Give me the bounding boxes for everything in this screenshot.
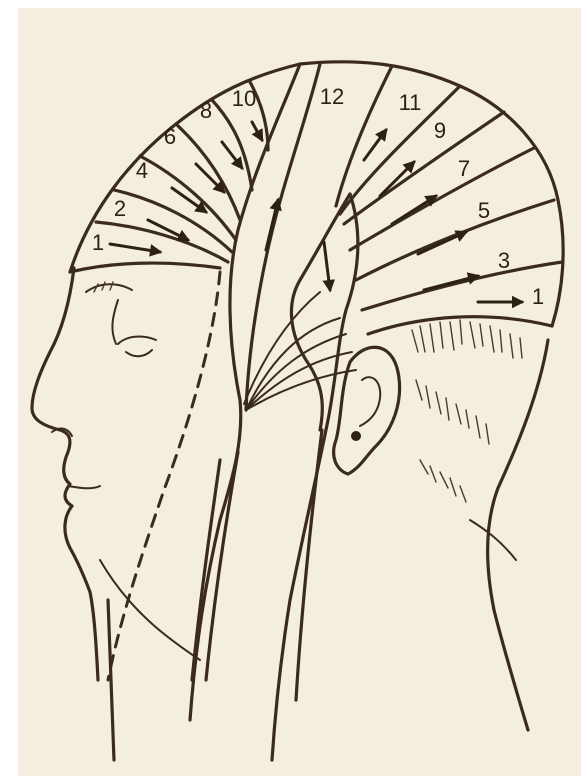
label-left-1: 1: [92, 230, 104, 255]
hair-strokes: [94, 282, 522, 502]
ear-canal: [351, 431, 361, 441]
label-left-6: 6: [164, 124, 176, 149]
arrow-left-8: [222, 142, 242, 168]
neck-back: [488, 340, 548, 730]
eye: [118, 337, 156, 357]
dashed-path: [108, 272, 220, 680]
mouth: [68, 486, 100, 488]
label-right-5: 5: [478, 198, 490, 223]
ear: [334, 347, 400, 474]
arrow-left-10: [252, 122, 262, 140]
label-left-10: 10: [232, 86, 256, 111]
cap-bottom-left: [70, 263, 220, 272]
cheek-line: [112, 300, 118, 344]
eyebrow: [86, 284, 132, 292]
label-left-2: 2: [114, 196, 126, 221]
label-right-11: 11: [399, 90, 422, 115]
label-right-9: 9: [434, 118, 446, 143]
face-profile-line: [32, 268, 98, 680]
label-right-3: 3: [498, 248, 510, 273]
arrow-right-5: [418, 232, 466, 254]
cap-outline: [70, 62, 563, 326]
head-profile: [32, 268, 548, 760]
label-right-7: 7: [458, 156, 470, 181]
ear-inner: [360, 377, 380, 426]
arrow-strip-up: [266, 200, 278, 250]
arrow-strip-down: [324, 242, 330, 290]
arrow-left-1: [110, 244, 160, 252]
central-strip-front-inner: [246, 64, 320, 410]
label-left-8: 8: [200, 98, 212, 123]
tail-right: [296, 430, 322, 700]
arrow-right-7: [392, 196, 436, 224]
arrow-right-3: [424, 276, 478, 290]
arrow-right-11: [364, 130, 386, 160]
label-top-12: 12: [320, 84, 344, 109]
label-right-1: 1: [532, 284, 544, 309]
label-left-4: 4: [136, 158, 148, 183]
nape-curve: [470, 520, 516, 560]
